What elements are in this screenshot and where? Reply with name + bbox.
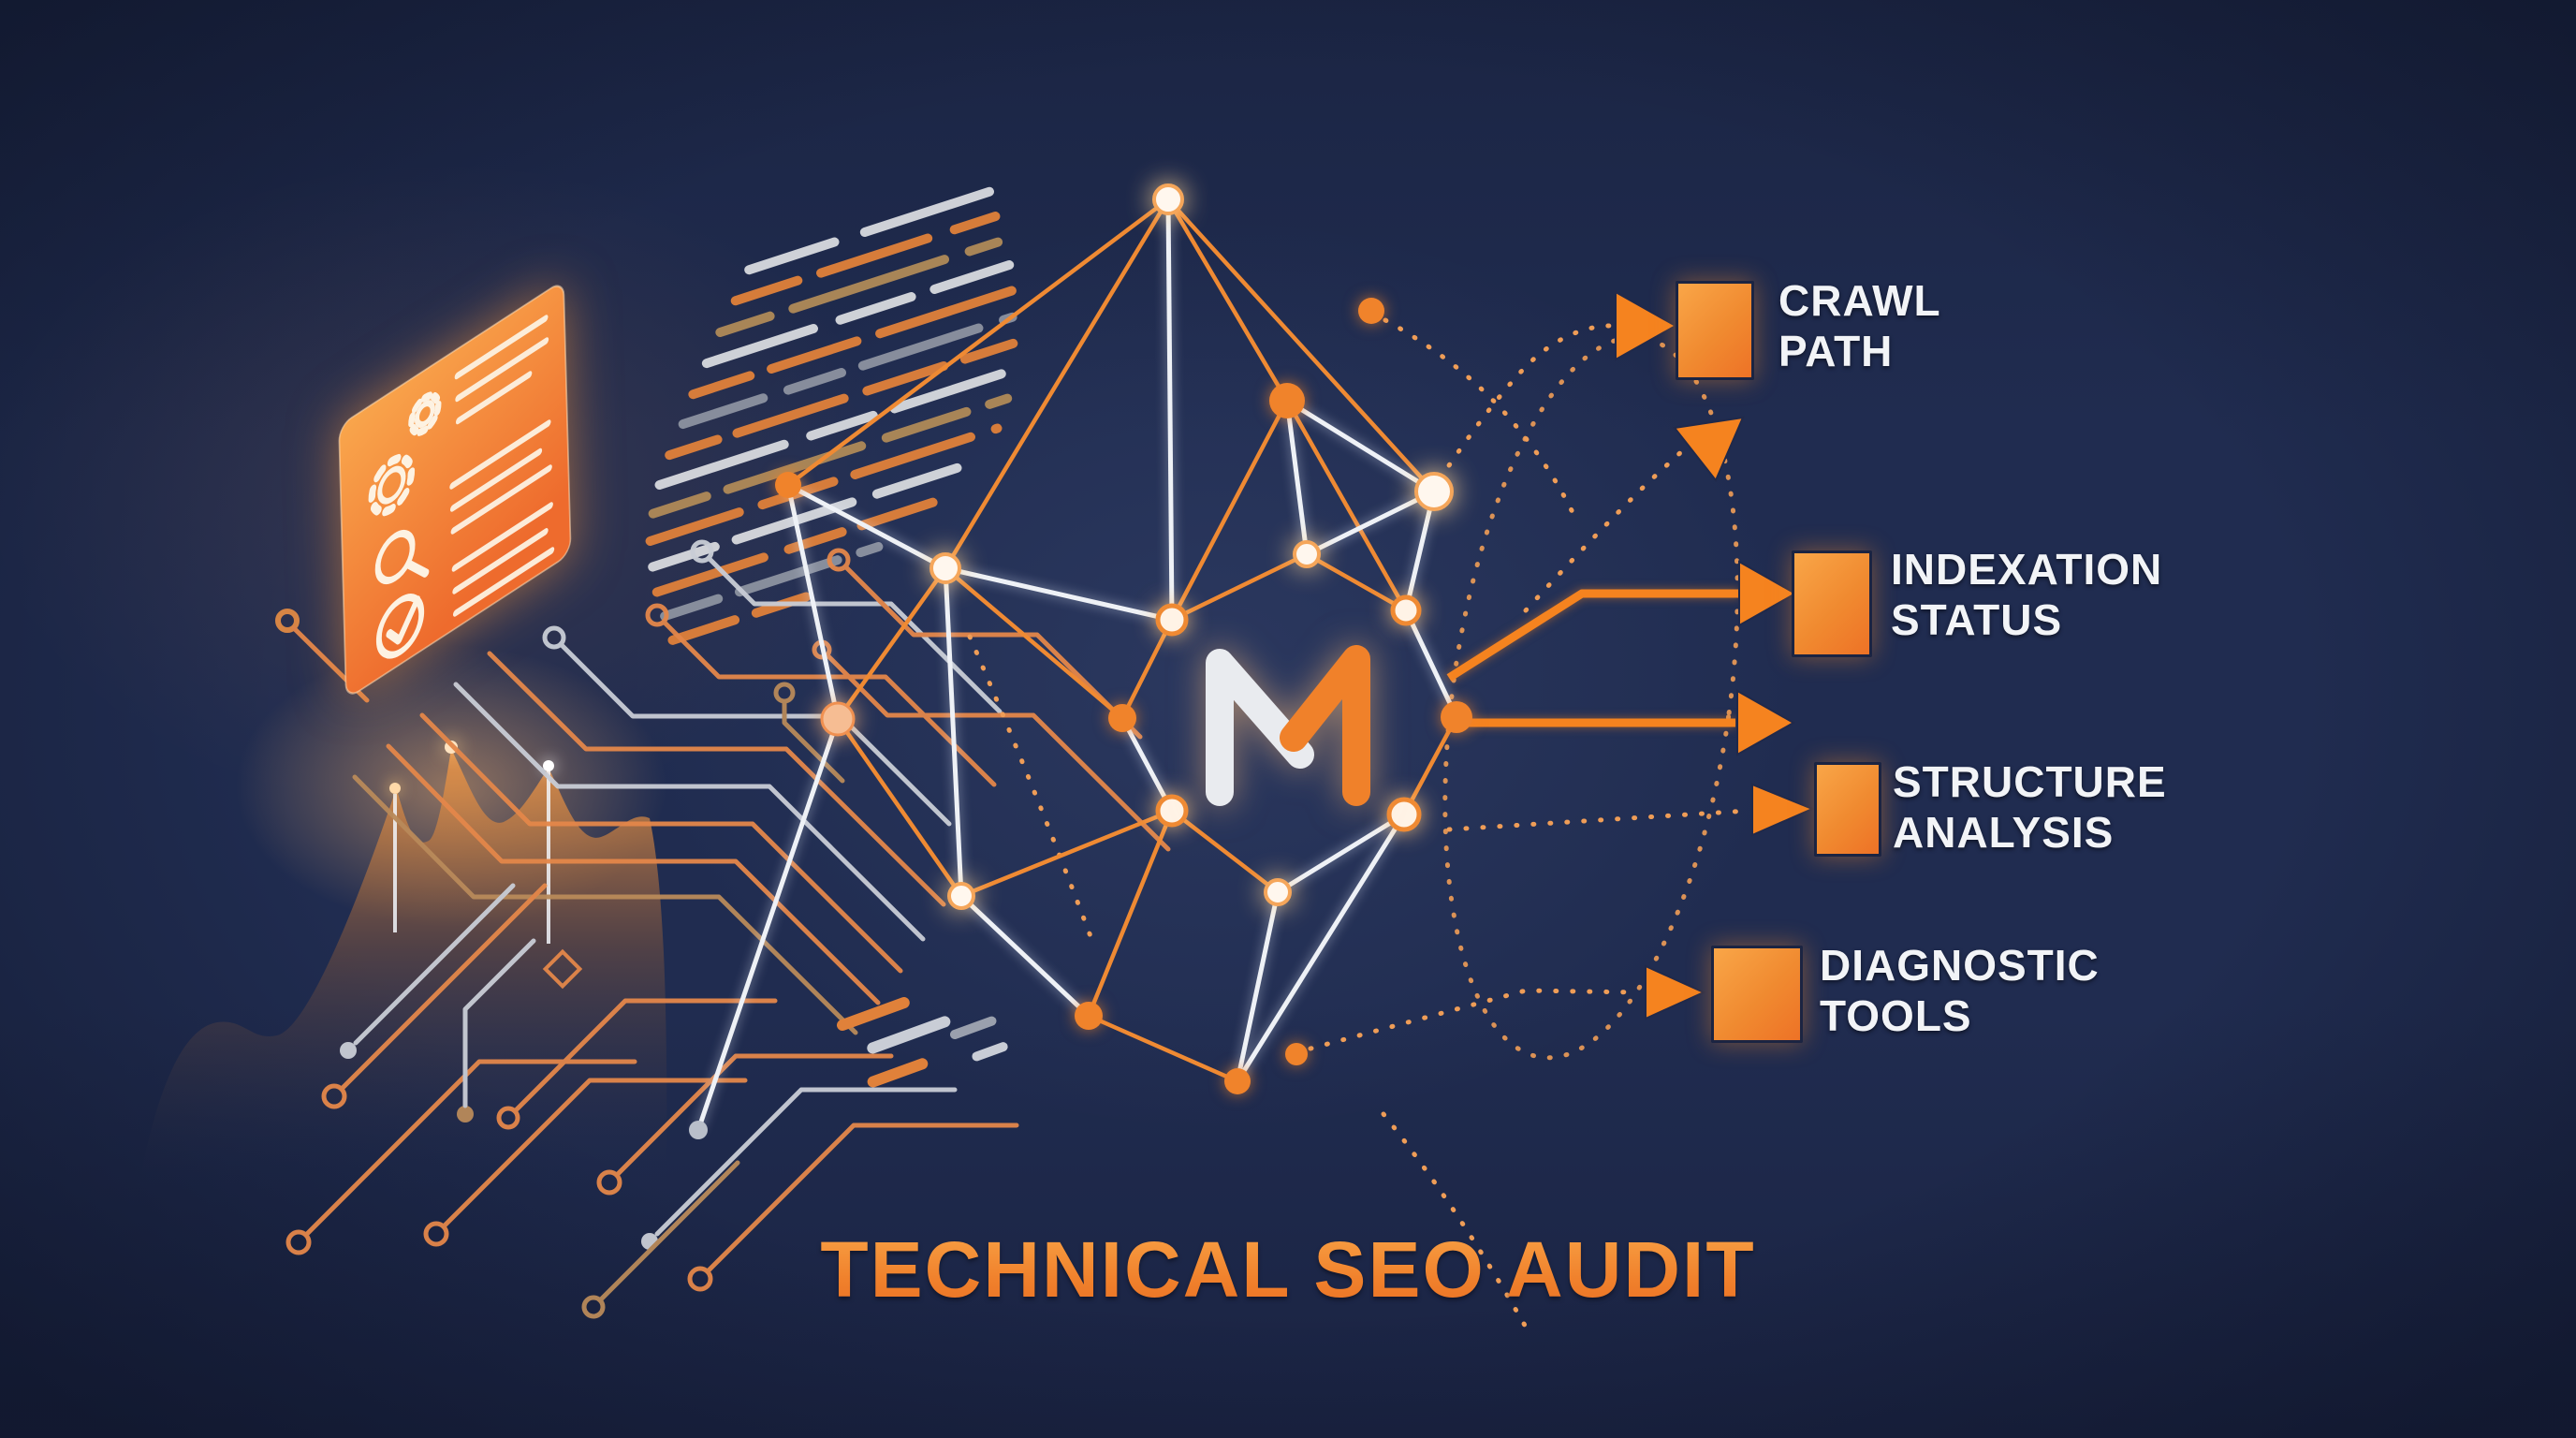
label-line: INDEXATION bbox=[1891, 545, 2163, 594]
label-line: STATUS bbox=[1891, 595, 2063, 644]
document-panel bbox=[338, 285, 572, 695]
area-chart-decoration bbox=[139, 646, 667, 1187]
network-edges-white bbox=[695, 198, 1459, 1131]
connector-arrow-upright bbox=[1523, 416, 1745, 613]
dotted-orbit-decoration bbox=[967, 317, 1740, 1340]
m-logo-right-stroke bbox=[1280, 645, 1370, 806]
network-node bbox=[1224, 1068, 1251, 1094]
connector-arrow-diagnostic-tools bbox=[1308, 964, 1706, 1051]
network-graph bbox=[689, 183, 1472, 1139]
label-line: TOOLS bbox=[1820, 991, 1972, 1040]
chart-peak-dot bbox=[389, 783, 401, 794]
crawl-path-marker bbox=[1676, 281, 1754, 380]
crawl-path-label: CRAWL PATH bbox=[1778, 275, 1941, 376]
diagnostic-tools-label: DIAGNOSTIC TOOLS bbox=[1820, 940, 2100, 1041]
check-icon bbox=[375, 594, 425, 659]
indexation-status-label: INDEXATION STATUS bbox=[1891, 544, 2162, 645]
indexation-status-marker bbox=[1792, 550, 1872, 657]
document-text-lines bbox=[449, 315, 555, 617]
chart-peak-dot bbox=[543, 760, 554, 771]
network-node bbox=[929, 552, 961, 584]
connector-arrow-indexation-status bbox=[1446, 560, 1798, 682]
mountain-silhouette bbox=[139, 749, 667, 1187]
network-node bbox=[1414, 472, 1454, 511]
m-logo bbox=[1206, 645, 1370, 806]
arrowhead-icon bbox=[1736, 689, 1796, 756]
label-line: ANALYSIS bbox=[1893, 808, 2115, 857]
arrowhead-icon bbox=[1751, 783, 1815, 837]
page-title: TECHNICAL SEO AUDIT bbox=[0, 1225, 2576, 1315]
arrowhead-icon bbox=[1738, 560, 1798, 627]
network-node bbox=[1152, 183, 1184, 215]
network-node bbox=[1441, 701, 1472, 733]
structure-analysis-marker bbox=[1814, 762, 1881, 857]
arrowhead-icon bbox=[1615, 290, 1678, 361]
dash-marks-decoration bbox=[837, 997, 1008, 1088]
circuit-traces-decoration bbox=[275, 539, 1171, 1319]
network-node bbox=[1390, 594, 1422, 626]
arrowhead-icon bbox=[1645, 964, 1706, 1020]
network-node bbox=[1269, 383, 1305, 418]
label-line: PATH bbox=[1778, 327, 1894, 375]
network-node bbox=[1358, 298, 1384, 324]
network-node bbox=[1264, 878, 1292, 906]
network-node bbox=[947, 882, 975, 910]
network-node bbox=[689, 1121, 708, 1139]
diagnostic-tools-marker bbox=[1711, 946, 1803, 1043]
connector-arrow-crawl-path bbox=[1437, 290, 1678, 482]
network-edges-orange bbox=[786, 198, 1458, 1084]
label-line: DIAGNOSTIC bbox=[1820, 941, 2100, 990]
network-node bbox=[1155, 603, 1189, 637]
arrowhead-icon bbox=[1673, 416, 1745, 482]
network-node bbox=[1285, 1043, 1308, 1065]
network-node bbox=[1155, 794, 1189, 828]
code-lines-decoration bbox=[645, 186, 1022, 645]
circuit-ring-terminal bbox=[275, 609, 300, 633]
connector-arrow-structure-analysis bbox=[1446, 783, 1815, 837]
network-node bbox=[1293, 540, 1321, 568]
network-node bbox=[775, 472, 801, 498]
structure-analysis-label: STRUCTURE ANALYSIS bbox=[1893, 756, 2167, 858]
connector-arrow-middle bbox=[1468, 689, 1796, 756]
network-node bbox=[1075, 1002, 1103, 1030]
network-nodes bbox=[689, 183, 1472, 1139]
m-logo-left-stroke bbox=[1206, 649, 1314, 806]
label-line: STRUCTURE bbox=[1893, 757, 2167, 806]
magnifier-icon bbox=[374, 529, 430, 585]
network-node bbox=[820, 701, 856, 737]
gear-icon bbox=[368, 391, 442, 517]
network-node bbox=[1386, 797, 1422, 832]
network-node bbox=[1108, 704, 1136, 732]
label-line: CRAWL bbox=[1778, 276, 1941, 325]
